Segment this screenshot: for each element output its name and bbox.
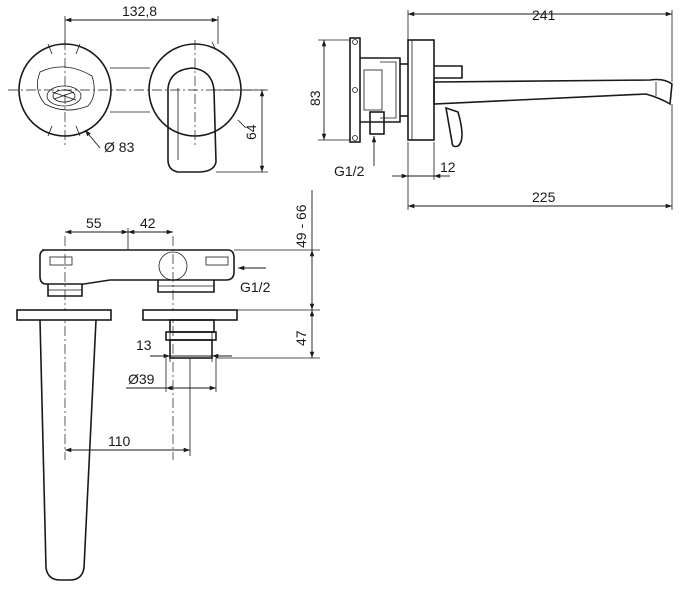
dim-55: 55 <box>86 215 102 231</box>
thread-g12-side: G1/2 <box>334 163 365 179</box>
aerator-outlet <box>46 85 82 107</box>
dim-diameter-83: Ø 83 <box>104 139 135 155</box>
dim-110: 110 <box>108 433 131 449</box>
front-view: 132,8 Ø 83 64 <box>8 3 268 173</box>
dim-49-66: 49 - 66 <box>293 204 309 248</box>
side-view: 241 83 G1/2 12 225 <box>307 7 673 210</box>
concealed-body <box>360 57 401 123</box>
plan-view: 55 42 49 - 66 47 G1/2 13 Ø39 110 <box>16 190 320 581</box>
dim-42: 42 <box>140 215 156 231</box>
dim-225: 225 <box>532 189 556 205</box>
dim-132-8: 132,8 <box>122 3 157 19</box>
lever-handle-side <box>444 106 463 148</box>
dim-241: 241 <box>532 7 556 23</box>
dim-64: 64 <box>243 124 259 140</box>
spout-side <box>433 78 673 106</box>
thread-g12-plan: G1/2 <box>240 279 271 295</box>
cartridge-circle <box>158 251 188 281</box>
mixer-rosette-plan <box>142 309 238 321</box>
dim-12: 12 <box>440 159 456 175</box>
lever-base-side <box>434 65 463 79</box>
dim-13: 13 <box>136 337 152 353</box>
spout-rosette-plan <box>16 309 112 321</box>
dim-diameter-39: Ø39 <box>128 371 155 387</box>
dim-47: 47 <box>293 330 309 346</box>
lever-handle-plan <box>169 339 213 359</box>
dim-83: 83 <box>307 90 323 106</box>
spout-plan <box>39 319 97 581</box>
concealed-body-plan <box>39 249 235 285</box>
lever-handle-front <box>167 67 217 173</box>
wall-mounting-plate <box>349 37 361 143</box>
